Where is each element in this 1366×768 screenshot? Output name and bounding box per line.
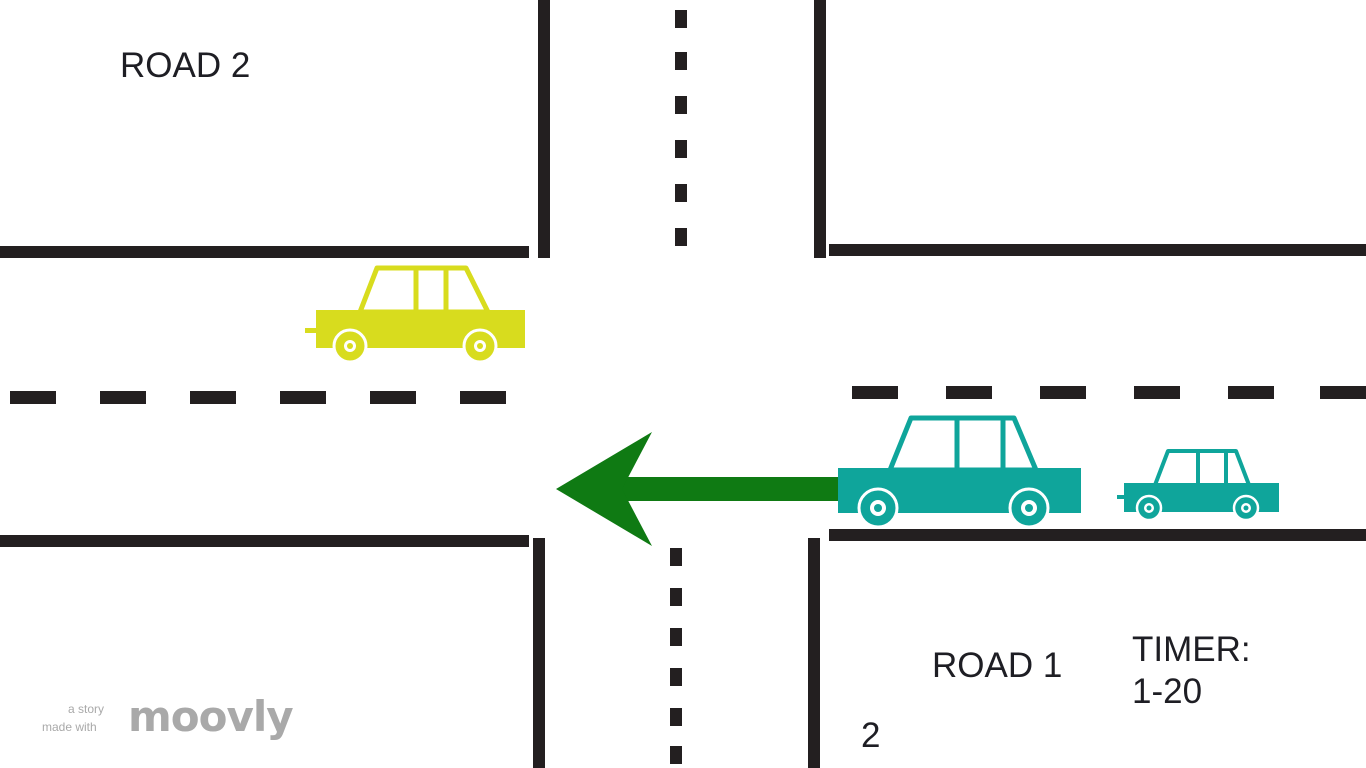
dash (675, 228, 687, 246)
edge-top-left-horizontal (0, 246, 529, 258)
edge-bottom-left-vertical (533, 538, 545, 768)
dash (675, 184, 687, 202)
dash (675, 10, 687, 28)
watermark-line-2: made with (42, 720, 97, 734)
dash (675, 52, 687, 70)
dash (100, 391, 146, 404)
dash (670, 668, 682, 686)
dash (670, 628, 682, 646)
dash (460, 391, 506, 404)
arrow-left-icon (556, 432, 840, 546)
dash (280, 391, 326, 404)
moovly-logo: moovly (128, 692, 294, 741)
dash (190, 391, 236, 404)
car-count-label: 2 (861, 716, 881, 755)
dash (670, 588, 682, 606)
edge-bottom-right-vertical (808, 538, 820, 768)
teal-car-small-icon (1117, 449, 1279, 522)
edge-top-left-vertical (538, 0, 550, 258)
yellow-car-icon (305, 265, 525, 364)
dash (370, 391, 416, 404)
edge-top-right-horizontal (829, 244, 1366, 256)
dash (675, 96, 687, 114)
teal-car-icon (838, 415, 1081, 529)
dash (852, 386, 898, 399)
dash (670, 746, 682, 764)
dash (670, 548, 682, 566)
timer-heading: TIMER: (1132, 630, 1251, 669)
dash (670, 708, 682, 726)
dash (946, 386, 992, 399)
dash (1320, 386, 1366, 399)
edge-bottom-right-horizontal (829, 529, 1366, 541)
dash (1134, 386, 1180, 399)
edge-bottom-left-horizontal (0, 535, 529, 547)
dash (675, 140, 687, 158)
road-1-label: ROAD 1 (932, 646, 1063, 685)
dash (1228, 386, 1274, 399)
moovly-watermark: a story made with moovly (42, 692, 322, 752)
dash (1040, 386, 1086, 399)
dash (10, 391, 56, 404)
road-2-label: ROAD 2 (120, 46, 251, 85)
lane-dashes (10, 10, 1366, 764)
timer-value: 1-20 (1132, 672, 1203, 711)
edge-top-right-vertical (814, 0, 826, 258)
watermark-line-1: a story (68, 702, 105, 716)
